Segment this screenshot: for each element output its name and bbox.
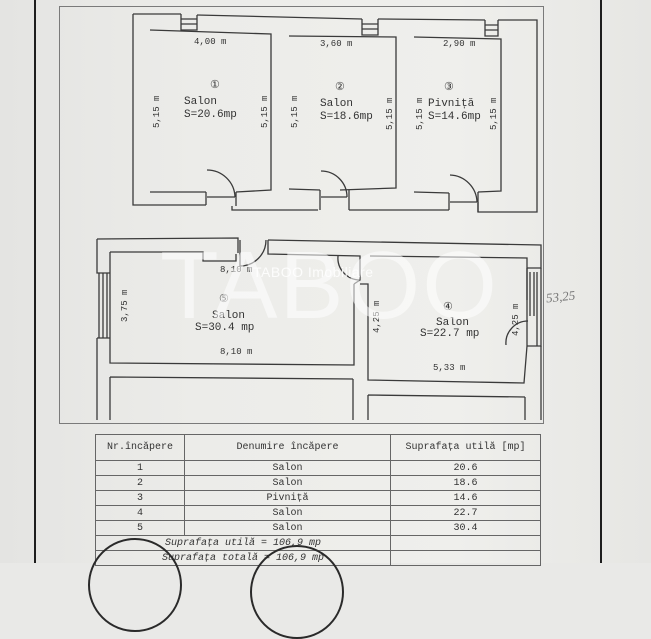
room4-number: ④ [443, 301, 453, 314]
room1-dim-top: 4,00 m [194, 37, 226, 47]
table-header-row: Nr.încăpere Denumire încăpere Suprafața … [95, 434, 541, 461]
cell-nr: 4 [95, 505, 185, 521]
room1-dim-right: 5,15 m [260, 96, 270, 128]
total-overall-empty [390, 550, 541, 566]
cell-name: Salon [184, 460, 391, 476]
drawing-frame [59, 6, 544, 424]
handwritten-note: 53,25 [545, 287, 576, 306]
room5-name: Salon [212, 310, 245, 322]
room3-dim-right: 5,15 m [489, 98, 499, 130]
cell-name: Salon [184, 505, 391, 521]
table-row: 3 Pivniță 14.6 [95, 490, 541, 506]
room4-dim-bottom: 5,33 m [433, 363, 465, 373]
room5-dim-bottom: 8,10 m [220, 347, 252, 357]
floor-plan-drawing: 4,00 m 3,60 m 2,90 m ① ② ③ Salon S=20.6m… [96, 13, 542, 420]
watermark-logo: TABOO [160, 232, 499, 339]
room2-dim-right: 5,15 m [385, 98, 395, 130]
room3-dim-left: 5,15 m [415, 98, 425, 130]
header-useful-area: Suprafața utilă [mp] [390, 434, 541, 461]
stamp-right [250, 545, 344, 639]
cell-name: Pivniță [184, 490, 391, 506]
room1-area: S=20.6mp [184, 109, 237, 121]
cell-name: Salon [184, 475, 391, 491]
room4-area: S=22.7 mp [420, 328, 479, 340]
cell-nr: 1 [95, 460, 185, 476]
room3-area: S=14.6mp [428, 111, 481, 123]
room4-dim-right: 4,25 m [511, 304, 521, 336]
watermark-text: TABOO Imobiliare [253, 264, 374, 280]
room3-name: Pivniță [428, 98, 475, 110]
table-row: 2 Salon 18.6 [95, 475, 541, 491]
room2-area: S=18.6mp [320, 111, 373, 123]
table-row: 4 Salon 22.7 [95, 505, 541, 521]
page-border-right [600, 0, 602, 563]
page-border-left [34, 0, 36, 563]
room2-name: Salon [320, 98, 353, 110]
cell-area: 14.6 [390, 490, 541, 506]
room5-dim-top: 8,10 m [220, 265, 252, 275]
room1-number: ① [210, 79, 220, 92]
room3-number: ③ [444, 81, 454, 94]
cell-nr: 5 [95, 520, 185, 536]
stamp-left [88, 538, 182, 632]
room1-dim-left: 5,15 m [152, 96, 162, 128]
cell-area: 22.7 [390, 505, 541, 521]
room1-name: Salon [184, 96, 217, 108]
room2-dim-top: 3,60 m [320, 39, 352, 49]
cell-area: 30.4 [390, 520, 541, 536]
header-room-number: Nr.încăpere [95, 434, 185, 461]
room2-number: ② [335, 81, 345, 94]
cell-area: 18.6 [390, 475, 541, 491]
room4-dim-left: 4,25 m [372, 301, 382, 333]
room3-dim-top: 2,90 m [443, 39, 475, 49]
table-row: 5 Salon 30.4 [95, 520, 541, 536]
room5-number: ⑤ [219, 293, 229, 306]
total-useful-empty [390, 535, 541, 551]
room4-name: Salon [436, 317, 469, 329]
cell-nr: 2 [95, 475, 185, 491]
cell-name: Salon [184, 520, 391, 536]
room2-dim-left: 5,15 m [290, 96, 300, 128]
cell-area: 20.6 [390, 460, 541, 476]
table-row: 1 Salon 20.6 [95, 460, 541, 476]
room5-dim-left: 3,75 m [120, 290, 130, 322]
cell-nr: 3 [95, 490, 185, 506]
room5-area: S=30.4 mp [195, 322, 254, 334]
header-room-name: Denumire încăpere [184, 434, 391, 461]
